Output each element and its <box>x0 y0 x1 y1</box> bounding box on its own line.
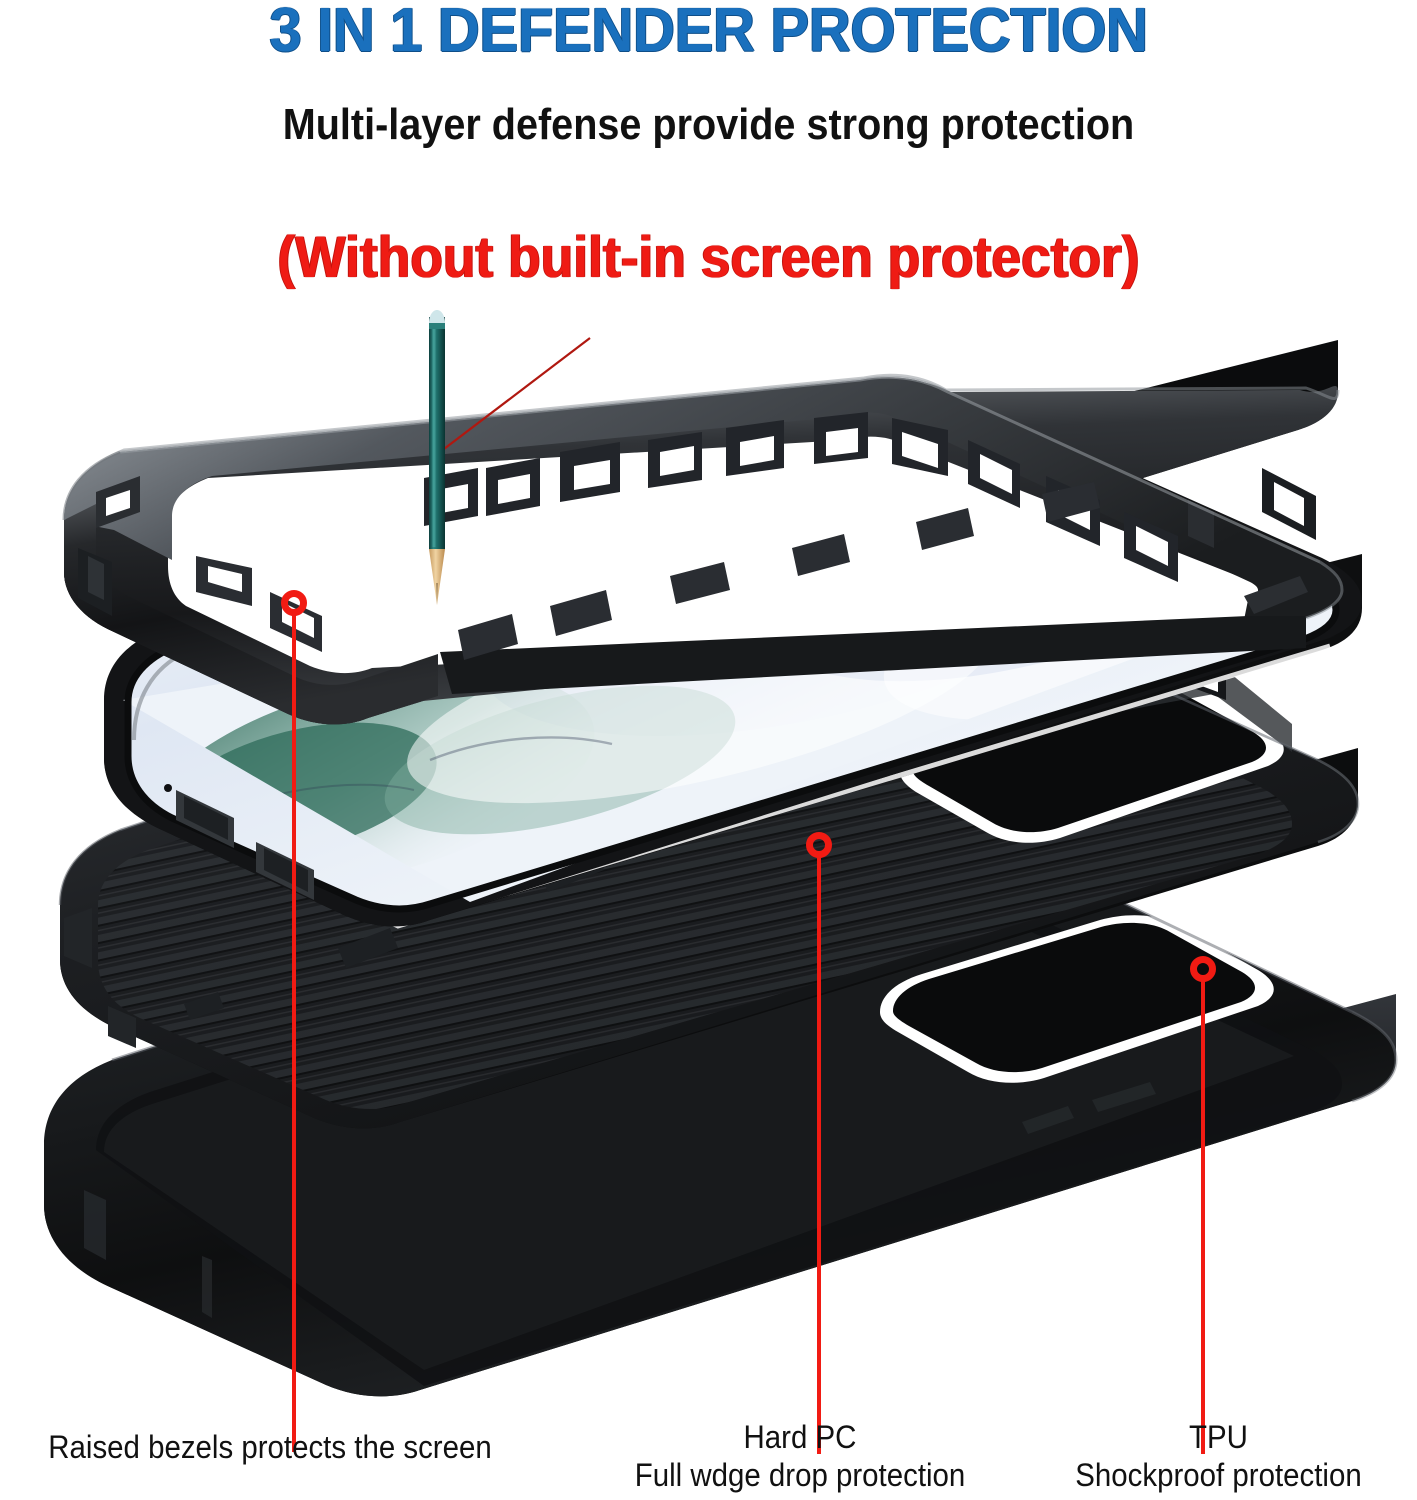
callout-title: Hard PC <box>743 1419 857 1455</box>
no-screen-protector-notice: (Without built-in screen protector) <box>277 225 1140 290</box>
callout-subtitle: Shockproof protection <box>1075 1457 1362 1493</box>
layer-tpu-shell <box>44 812 1398 1397</box>
pencil-leader-line <box>439 337 591 453</box>
callout-label-tpu: TPU Shockproof protection <box>1036 1418 1401 1494</box>
pencil-stylus-icon <box>429 310 445 605</box>
callout-title: TPU <box>1189 1419 1248 1455</box>
callout-label-raised-bezels: Raised bezels protects the screen <box>22 1428 519 1466</box>
callout-subtitle: Full wdge drop protection <box>634 1457 966 1493</box>
page-headline: 3 IN 1 DEFENDER PROTECTION <box>269 0 1148 65</box>
callout-title: Raised bezels protects the screen <box>48 1429 492 1465</box>
page-subheadline: Multi-layer defense provide strong prote… <box>282 100 1135 149</box>
callout-label-hard-pc: Hard PC Full wdge drop protection <box>616 1418 984 1494</box>
